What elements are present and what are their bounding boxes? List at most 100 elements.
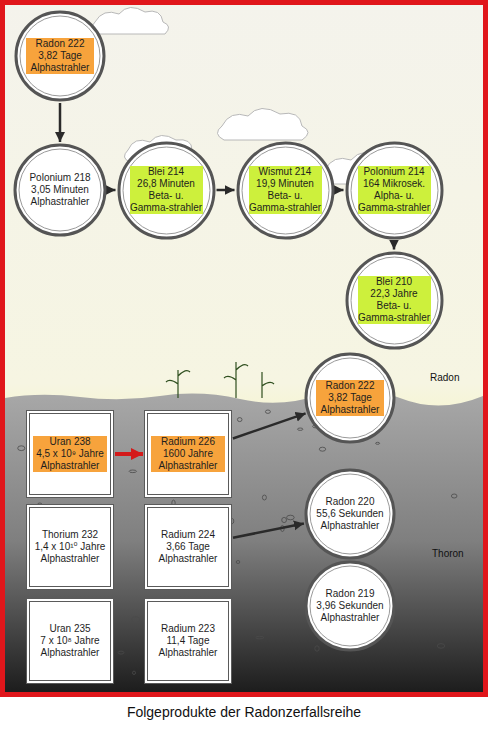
radiation-type: Alphastrahler (151, 647, 225, 659)
pebble (451, 494, 457, 498)
nuclide-text-group: Blei 21426,8 MinutenBeta- u. Gamma-strah… (130, 166, 203, 214)
radiation-type: Alphastrahler (316, 612, 384, 624)
nuclide-circle: Polonium 214164 Mikrosek.Alpha- u. Gamma… (345, 141, 444, 240)
pebble (282, 517, 287, 522)
circle-inner-ring (351, 147, 438, 234)
circle-outer-ring (347, 253, 442, 348)
nuclide-circle: Radon 2223,82 TageAlphastrahler (14, 10, 106, 102)
half-life: 164 Mikrosek. (358, 178, 431, 190)
decay-arrow (336, 189, 344, 192)
pebble (237, 418, 242, 422)
circle-inner-ring (19, 149, 101, 231)
plant-sprout (166, 370, 190, 398)
circle-inner-ring (351, 257, 438, 344)
half-life: 3,96 Sekunden (316, 600, 384, 612)
radiation-type: Alphastrahler (316, 404, 384, 416)
circle-inner-ring (310, 566, 390, 646)
region-label: Radon (430, 372, 459, 383)
half-life: 55,6 Sekunden (316, 508, 384, 520)
nuclide-box: Radium 2261600 JahreAlphastrahler (144, 410, 232, 498)
radiation-type: Alphastrahler (316, 520, 384, 532)
pebble (287, 515, 295, 520)
pebble (18, 446, 25, 451)
half-life: 11,4 Tage (151, 635, 225, 647)
nuclide-text-group: Radon 2193,96 SekundenAlphastrahler (316, 588, 384, 624)
radiation-type: Alphastrahler (151, 553, 225, 565)
radiation-type: Alphastrahler (26, 62, 94, 74)
nuclide-text-group: Radon 2223,82 TageAlphastrahler (26, 38, 94, 74)
decay-arrow (108, 189, 116, 192)
nuclide-text-group: Radium 2243,66 TageAlphastrahler (151, 529, 225, 565)
circle-inner-ring (310, 358, 390, 438)
circle-outer-ring (306, 562, 394, 650)
radiation-type: Alphastrahler (33, 460, 107, 472)
circle-outer-ring (16, 12, 104, 100)
nuclide-name: Thorium 232 (33, 529, 107, 541)
plant-sprout (166, 362, 274, 398)
nuclide-name: Radon 222 (316, 380, 384, 392)
nuclide-name: Polonium 214 (358, 166, 431, 178)
pebble (132, 617, 140, 623)
nuclide-name: Wismut 214 (249, 166, 322, 178)
nuclide-box: Uran 2357 x 10⁸ JahreAlphastrahler (26, 598, 114, 684)
pebble (236, 561, 240, 564)
decay-arrow (393, 241, 396, 250)
circle-outer-ring (119, 143, 214, 238)
nuclide-name: Polonium 218 (25, 172, 95, 184)
region-label: Thoron (432, 548, 464, 559)
half-life: 3,82 Tage (26, 50, 94, 62)
decay-arrow (233, 523, 304, 537)
figure-caption: Folgeprodukte der Radonzerfallsreihe (0, 704, 488, 720)
half-life: 1600 Jahre (151, 448, 225, 460)
plant-sprout (224, 362, 248, 398)
nuclide-text-group: Radium 2261600 JahreAlphastrahler (151, 436, 225, 472)
pebble (133, 671, 136, 674)
half-life: 3,05 Minuten (25, 184, 95, 196)
circle-outer-ring (306, 354, 394, 442)
circle-inner-ring (20, 16, 100, 96)
circle-inner-ring (310, 474, 390, 554)
radiation-type: Alphastrahler (25, 196, 95, 208)
nuclide-name: Blei 210 (358, 276, 431, 288)
red-frame (3, 3, 486, 695)
nuclide-name: Radium 223 (151, 623, 225, 635)
nuclide-text-group: Polonium 2183,05 MinutenAlphastrahler (25, 172, 95, 208)
circle-inner-ring (242, 147, 329, 234)
decay-arrow (59, 103, 62, 142)
nuclide-name: Radon 222 (26, 38, 94, 50)
nuclide-text-group: Radon 2223,82 TageAlphastrahler (316, 380, 384, 416)
nuclide-text-group: Polonium 214164 Mikrosek.Alpha- u. Gamma… (358, 166, 431, 214)
nuclide-box: Radium 22311,4 TageAlphastrahler (144, 598, 232, 684)
plant-sprout (262, 372, 274, 398)
nuclide-box: Thorium 2321,4 x 10¹⁰ JahreAlphastrahler (26, 504, 114, 590)
decay-arrow (217, 189, 235, 192)
half-life: 26,8 Minuten (130, 178, 203, 190)
circle-outer-ring (347, 143, 442, 238)
pebble (118, 651, 124, 654)
circle-outer-ring (15, 145, 105, 235)
nuclide-text-group: Blei 21022,3 JahreBeta- u. Gamma-strahle… (358, 276, 431, 324)
half-life: 3,66 Tage (151, 541, 225, 553)
pebble (319, 447, 325, 451)
pebble (298, 428, 303, 430)
nuclide-name: Uran 238 (33, 436, 107, 448)
circle-outer-ring (238, 143, 333, 238)
red-decay-arrow (115, 452, 143, 456)
nuclide-text-group: Thorium 2321,4 x 10¹⁰ JahreAlphastrahler (33, 529, 107, 565)
radiation-type: Alpha- u. Gamma-strahler (358, 190, 431, 214)
decay-arrow (233, 413, 306, 438)
nuclide-circle: Blei 21426,8 MinutenBeta- u. Gamma-strah… (117, 141, 216, 240)
pebble (129, 470, 136, 473)
half-life: 1,4 x 10¹⁰ Jahre (33, 541, 107, 553)
ground-area (5, 389, 483, 693)
nuclide-text-group: Radon 22055,6 SekundenAlphastrahler (316, 496, 384, 532)
half-life: 19,9 Minuten (249, 178, 322, 190)
pebble-texture (18, 410, 457, 683)
nuclide-circle: Blei 21022,3 JahreBeta- u. Gamma-strahle… (345, 251, 444, 350)
radiation-type: Beta- u. Gamma-strahler (130, 190, 203, 214)
pebble (315, 646, 319, 651)
cloud (92, 7, 169, 34)
half-life: 4,5 x 10⁹ Jahre (33, 448, 107, 460)
nuclide-name: Blei 214 (130, 166, 203, 178)
